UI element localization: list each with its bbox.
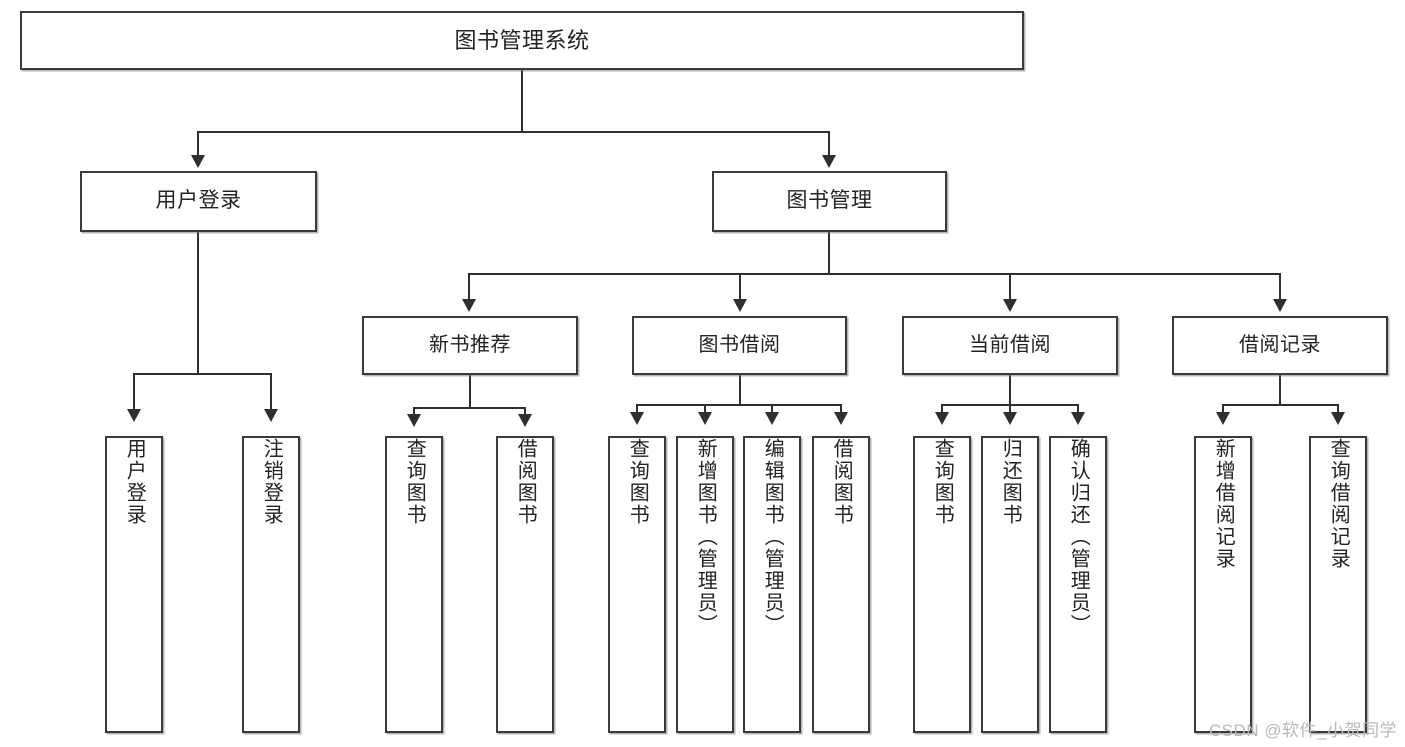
connector-book-manage-bus [468,273,1280,275]
connector-root-bus [197,131,829,133]
connector-user-login-to-leaf-2 [270,373,272,410]
connector-new-book-rec-bus [413,407,525,409]
node-user-login[interactable]: 用户登录 [80,171,317,232]
node-label: 查询借阅记录 [1327,438,1350,570]
arrow-book-borrow-to-leaf-2 [698,412,712,425]
connector-root-to-book-manage [828,131,830,156]
node-current-borrow[interactable]: 当前借阅 [902,316,1118,375]
connector-borrow-record-stem [1279,375,1281,405]
node-book-manage[interactable]: 图书管理 [712,171,947,232]
node-leaf-return-book[interactable]: 归还图书 [981,436,1039,733]
node-label: 当前借阅 [969,334,1051,356]
connector-current-borrow-stem [1009,375,1011,405]
node-label: 用户登录 [123,438,146,526]
node-label: 用户登录 [155,189,242,213]
arrow-book-manage-to-book-borrow [733,299,747,312]
connector-book-manage-to-book-borrow [739,273,741,300]
connector-new-book-rec-to-leaf-2 [524,407,526,415]
node-leaf-query-borrow-record[interactable]: 查询借阅记录 [1309,436,1367,733]
connector-book-manage-to-new-book-rec [468,273,470,300]
connector-new-book-rec-to-leaf-1 [413,407,415,415]
connector-user-login-stem [197,232,199,374]
arrow-book-borrow-to-leaf-1 [630,412,644,425]
arrow-root-to-book-manage [822,155,836,168]
connector-book-borrow-to-leaf-1 [636,404,638,413]
arrow-new-book-rec-to-leaf-2 [518,414,532,427]
arrow-current-borrow-to-leaf-1 [935,412,949,425]
node-label: 编辑图书（管理员） [761,438,784,636]
node-label: 借阅图书 [830,438,853,526]
node-leaf-add-borrow-record[interactable]: 新增借阅记录 [1194,436,1252,733]
node-leaf-add-book-admin[interactable]: 新增图书（管理员） [676,436,734,733]
connector-new-book-rec-stem [469,375,471,408]
node-leaf-query-book-3[interactable]: 查询图书 [913,436,971,733]
node-leaf-user-login[interactable]: 用户登录 [105,436,163,733]
node-leaf-logout-login[interactable]: 注销登录 [242,436,300,733]
connector-user-login-to-leaf-1 [133,373,135,410]
arrow-book-borrow-to-leaf-3 [765,412,779,425]
connector-current-borrow-to-leaf-1 [941,404,943,413]
arrow-root-to-user-login [191,155,205,168]
arrow-new-book-rec-to-leaf-1 [407,414,421,427]
arrow-book-manage-to-new-book-rec [462,299,476,312]
node-new-book-recommend[interactable]: 新书推荐 [362,316,578,375]
node-borrow-record[interactable]: 借阅记录 [1172,316,1388,375]
arrow-user-login-to-leaf-1 [127,409,141,422]
node-root-book-management-system[interactable]: 图书管理系统 [20,11,1024,70]
connector-book-manage-to-borrow-record [1279,273,1281,300]
connector-book-borrow-to-leaf-3 [771,404,773,413]
arrow-borrow-record-to-leaf-1 [1216,412,1230,425]
node-label: 图书管理 [786,189,873,213]
node-label: 查询图书 [626,438,649,526]
arrow-book-manage-to-borrow-record [1273,299,1287,312]
connector-book-borrow-stem [739,375,741,405]
connector-root-to-user-login [197,131,199,156]
connector-book-manage-to-current-borrow [1009,273,1011,300]
connector-book-borrow-bus [636,404,841,406]
connector-current-borrow-to-leaf-2 [1009,404,1011,413]
node-leaf-borrow-book-1[interactable]: 借阅图书 [496,436,554,733]
connector-current-borrow-to-leaf-3 [1077,404,1079,413]
arrow-borrow-record-to-leaf-2 [1331,412,1345,425]
connector-book-borrow-to-leaf-4 [840,404,842,413]
arrow-book-manage-to-current-borrow [1003,299,1017,312]
connector-book-manage-stem [828,232,830,274]
node-label: 图书管理系统 [454,27,590,53]
node-leaf-edit-book-admin[interactable]: 编辑图书（管理员） [743,436,801,733]
node-label: 注销登录 [260,438,283,526]
node-leaf-borrow-book-2[interactable]: 借阅图书 [812,436,870,733]
node-label: 借阅图书 [514,438,537,526]
connector-root-stem [521,70,523,132]
arrow-user-login-to-leaf-2 [264,409,278,422]
node-label: 新增图书（管理员） [694,438,717,636]
node-label: 图书借阅 [698,334,781,356]
node-label: 借阅记录 [1239,334,1321,356]
node-leaf-query-book-2[interactable]: 查询图书 [608,436,666,733]
arrow-current-borrow-to-leaf-3 [1071,412,1085,425]
connector-user-login-bus [133,373,271,375]
connector-borrow-record-to-leaf-2 [1337,404,1339,413]
node-label: 查询图书 [931,438,954,526]
node-book-borrow[interactable]: 图书借阅 [632,316,847,375]
node-leaf-confirm-return-admin[interactable]: 确认归还（管理员） [1049,436,1107,733]
node-leaf-query-book-1[interactable]: 查询图书 [385,436,443,733]
node-label: 查询图书 [403,438,426,526]
node-label: 确认归还（管理员） [1067,438,1090,636]
connector-borrow-record-bus [1222,404,1338,406]
connector-book-borrow-to-leaf-2 [704,404,706,413]
connector-borrow-record-to-leaf-1 [1222,404,1224,413]
node-label: 归还图书 [999,438,1022,526]
node-label: 新增借阅记录 [1212,438,1235,570]
arrow-current-borrow-to-leaf-2 [1003,412,1017,425]
arrow-book-borrow-to-leaf-4 [834,412,848,425]
node-label: 新书推荐 [429,334,511,356]
